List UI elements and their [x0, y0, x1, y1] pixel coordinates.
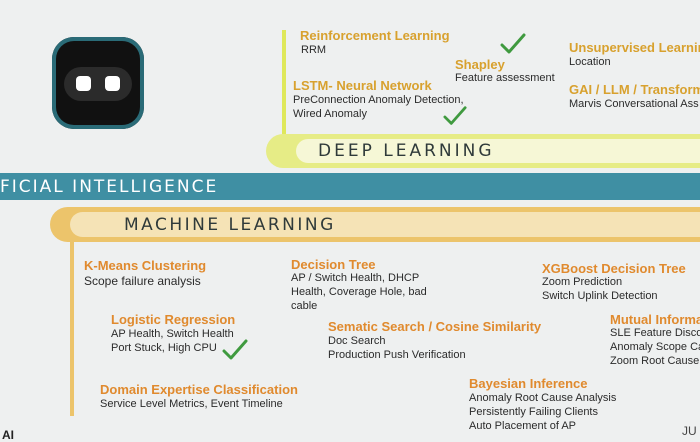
- robot-logo: [52, 37, 144, 129]
- ml-item-desc: Service Level Metrics, Event Timeline: [100, 398, 283, 410]
- ai-band-title: FICIAL INTELLIGENCE: [0, 177, 219, 197]
- deep-learning-bracket: [282, 30, 286, 134]
- robot-eye-right: [105, 76, 120, 91]
- dl-item-title: Reinforcement Learning: [300, 28, 450, 43]
- dl-item-title: LSTM- Neural Network: [293, 78, 432, 93]
- dl-item-title: GAI / LLM / Transform: [569, 82, 700, 97]
- dl-item-desc: PreConnection Anomaly Detection,: [293, 94, 464, 106]
- ml-item-desc: Health, Coverage Hole, bad: [291, 286, 427, 298]
- checkmark-icon: [500, 32, 526, 56]
- ml-item-title: Mutual Informa: [610, 312, 700, 327]
- deep-learning-title: DEEP LEARNING: [318, 141, 495, 161]
- dl-item-title: Unsupervised Learning: [569, 40, 700, 55]
- ml-item-desc: Doc Search: [328, 335, 386, 347]
- ml-item-title: Logistic Regression: [111, 312, 236, 327]
- deep-learning-bar: [266, 134, 700, 168]
- ml-item-title: Domain Expertise Classification: [100, 382, 298, 397]
- dl-item-desc: Marvis Conversational Ass: [569, 98, 699, 110]
- ml-item-desc: Zoom Prediction: [542, 276, 623, 288]
- ml-item-desc: AP / Switch Health, DHCP: [291, 272, 420, 284]
- ml-item-desc: Anomaly Scope Ca: [610, 341, 700, 353]
- machine-learning-bracket: [70, 240, 74, 416]
- ml-item-desc: Anomaly Root Cause Analysis: [469, 392, 617, 404]
- ml-item-title: K-Means Clustering: [84, 258, 207, 273]
- ai-band: [0, 173, 700, 200]
- dl-item-desc: Location: [569, 56, 611, 68]
- dl-item-desc: RRM: [301, 44, 327, 56]
- ml-item-desc: Port Stuck, High CPU: [111, 342, 217, 354]
- ml-item-desc: cable: [291, 300, 318, 312]
- footer-left-text: AI: [2, 428, 14, 442]
- ml-item-desc: Scope failure analysis: [84, 274, 201, 288]
- checkmark-icon: [443, 104, 467, 128]
- ml-item-desc: Switch Uplink Detection: [542, 290, 658, 302]
- dl-item-desc: Wired Anomaly: [293, 108, 367, 120]
- ml-item-desc: Persistently Failing Clients: [469, 406, 598, 418]
- ml-item-desc: Auto Placement of AP: [469, 420, 577, 432]
- footer-right-text: JU: [682, 424, 697, 438]
- ml-item-desc: AP Health, Switch Health: [111, 328, 234, 340]
- ml-item-title: Bayesian Inference: [469, 376, 588, 391]
- ml-item-desc: Production Push Verification: [328, 349, 466, 361]
- ml-item-title: Decision Tree: [291, 257, 376, 272]
- ml-item-title: XGBoost Decision Tree: [542, 261, 686, 276]
- dl-item-title: Shapley: [455, 57, 505, 72]
- machine-learning-bar: [50, 207, 700, 242]
- robot-face: [64, 67, 132, 101]
- robot-eye-left: [76, 76, 91, 91]
- dl-item-desc: Feature assessment: [455, 72, 555, 84]
- machine-learning-title: MACHINE LEARNING: [124, 215, 336, 235]
- ml-item-desc: SLE Feature Disco: [610, 327, 700, 339]
- checkmark-icon: [222, 338, 248, 362]
- ml-item-desc: Zoom Root Cause: [610, 355, 700, 367]
- ml-item-title: Sematic Search / Cosine Similarity: [328, 319, 542, 334]
